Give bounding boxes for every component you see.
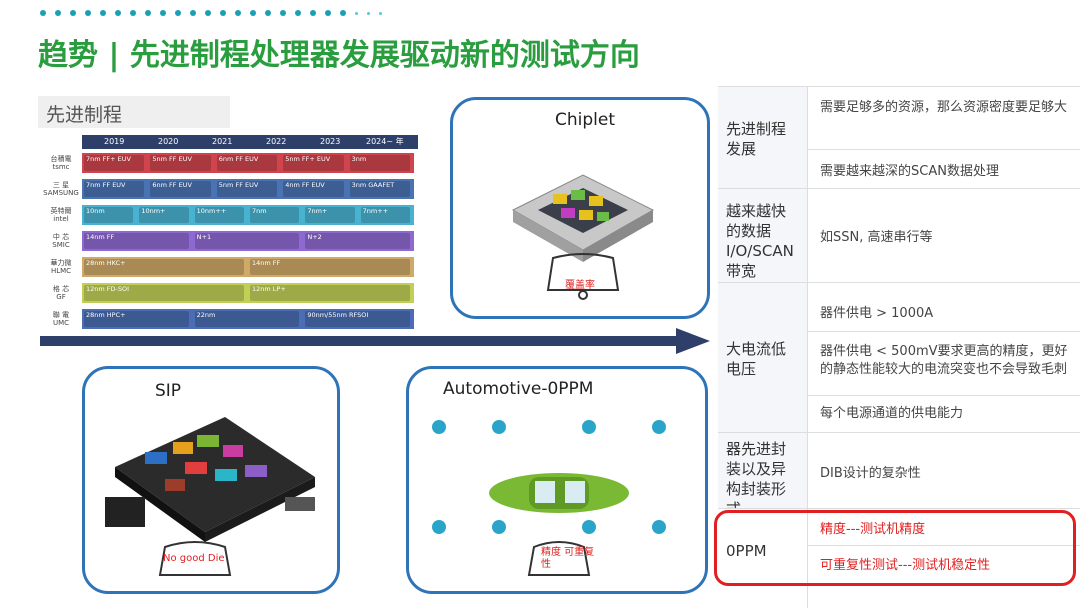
automotive-illustration — [432, 420, 666, 576]
section-label: 先进制程 — [38, 96, 230, 128]
roadmap-bar — [82, 309, 414, 329]
row-label: 大电流低电压 — [718, 283, 808, 432]
node-cell: 90nm/55nm RFSOI — [305, 311, 410, 327]
year-label: 2021 — [212, 137, 233, 146]
sip-title: SIP — [155, 381, 182, 401]
chiplet-panel: Chiplet 覆盖率 — [450, 97, 710, 319]
page-title: 趋势 | 先进制程处理器发展驱动新的测试方向 — [38, 38, 640, 73]
test-direction-table: 先进制程发展 需要足够多的资源，那么资源密度要足够大 需要越来越深的SCAN数据… — [718, 86, 1080, 608]
node-cell: 28nm HKC+ — [84, 259, 244, 275]
process-roadmap: 2019 2020 2021 2022 2023 2024~ 年 台積電 tsm… — [42, 135, 418, 331]
company-label: 三 星 SAMSUNG — [43, 181, 79, 197]
automotive-tag: 精度 可重复性 — [541, 547, 595, 570]
node-cell: 10nm++ — [194, 207, 244, 223]
row-label: 越来越快的数据I/O/SCAN带宽 — [718, 189, 808, 282]
node-cell: 12nm FD-SOI — [84, 285, 244, 301]
automotive-title: Automotive-0PPM — [443, 379, 594, 399]
table-row: 大电流低电压 器件供电 > 1000A 器件供电 < 500mV要求更高的精度，… — [718, 282, 1080, 432]
node-cell: 10nm — [84, 207, 134, 223]
node-cell: 4nm FF EUV — [283, 181, 344, 197]
node-cell: 3nm — [349, 155, 410, 171]
node-cell: 28nm HPC+ — [84, 311, 189, 327]
company-label: 英特爾 intel — [50, 207, 72, 223]
row-item: 精度---测试机精度 — [820, 522, 926, 537]
row-label: 器先进封装以及异构封装形式 — [718, 433, 808, 518]
company-label: 台積電 tsmc — [50, 155, 72, 171]
node-cell: 6nm FF EUV — [150, 181, 211, 197]
node-cell: 5nm FF EUV — [150, 155, 211, 171]
roadmap-bar — [82, 205, 414, 225]
company-label: 聯 電 UMC — [52, 311, 70, 327]
node-cell: 3nm GAAFET — [349, 181, 410, 197]
row-item: 每个电源通道的供电能力 — [820, 406, 964, 421]
row-label: 先进制程发展 — [718, 87, 808, 188]
row-item: 器件供电 < 500mV要求更高的精度，更好的静态性能较大的电流突变也不会导致毛… — [820, 344, 1068, 377]
roadmap-bar — [82, 179, 414, 199]
node-cell: 7nm FF+ EUV — [84, 155, 145, 171]
roadmap-bar — [82, 283, 414, 303]
row-item: 需要足够多的资源，那么资源密度要足够大 — [820, 100, 1068, 115]
roadmap-bar — [82, 153, 414, 173]
node-cell: 7nm FF EUV — [84, 181, 145, 197]
table-row: 器先进封装以及异构封装形式 DIB设计的复杂性 — [718, 432, 1080, 518]
sip-illustration — [105, 417, 315, 576]
row-item: 可重复性测试---测试机稳定性 — [820, 558, 991, 573]
sip-tag: No good Die — [163, 553, 225, 564]
node-cell: 5nm FF EUV — [216, 181, 278, 197]
year-label: 2022 — [266, 137, 287, 146]
node-cell: 12nm LP+ — [250, 285, 410, 301]
node-cell: N+1 — [194, 233, 300, 249]
node-cell: 6nm FF EUV — [216, 155, 278, 171]
row-item: 器件供电 > 1000A — [820, 306, 934, 321]
row-item: 如SSN, 高速串行等 — [820, 230, 933, 245]
roadmap-bar — [82, 231, 414, 251]
row-item: 需要越来越深的SCAN数据处理 — [820, 164, 999, 179]
highlight-box — [714, 510, 1076, 586]
node-cell: 5nm FF+ EUV — [283, 155, 344, 171]
header-dots — [40, 10, 382, 16]
year-label: 2020 — [158, 137, 179, 146]
row-label: 0PPM — [718, 509, 808, 608]
timeline-arrow — [40, 328, 710, 354]
node-cell: 7nm — [250, 207, 300, 223]
chiplet-tag: 覆盖率 — [565, 280, 595, 291]
company-label: 華力微 HLMC — [50, 259, 72, 275]
roadmap-bar — [82, 257, 414, 277]
node-cell: 7nm+ — [305, 207, 355, 223]
company-label: 格 芯 GF — [52, 285, 70, 301]
automotive-panel: Automotive-0PPM 精度 可重复性 — [406, 366, 708, 594]
node-cell: N+2 — [305, 233, 410, 249]
year-label: 2019 — [104, 137, 125, 146]
table-row: 先进制程发展 需要足够多的资源，那么资源密度要足够大 需要越来越深的SCAN数据… — [718, 86, 1080, 188]
table-row: 0PPM 精度---测试机精度 可重复性测试---测试机稳定性 — [718, 508, 1080, 608]
company-label: 中 芯 SMIC — [52, 233, 70, 249]
row-item: DIB设计的复杂性 — [820, 466, 921, 481]
node-cell: 14nm FF — [250, 259, 410, 275]
chiplet-title: Chiplet — [555, 110, 616, 130]
table-row: 越来越快的数据I/O/SCAN带宽 如SSN, 高速串行等 — [718, 188, 1080, 282]
year-label: 2023 — [320, 137, 341, 146]
node-cell: 7nm++ — [360, 207, 410, 223]
roadmap-year-bar: 2019 2020 2021 2022 2023 2024~ 年 — [82, 135, 418, 149]
node-cell: 22nm — [194, 311, 300, 327]
year-label: 2024~ 年 — [366, 137, 404, 146]
node-cell: 10nm+ — [139, 207, 189, 223]
node-cell: 14nm FF — [84, 233, 189, 249]
chiplet-illustration — [511, 174, 655, 300]
sip-panel: SIP No good Die — [82, 366, 340, 594]
